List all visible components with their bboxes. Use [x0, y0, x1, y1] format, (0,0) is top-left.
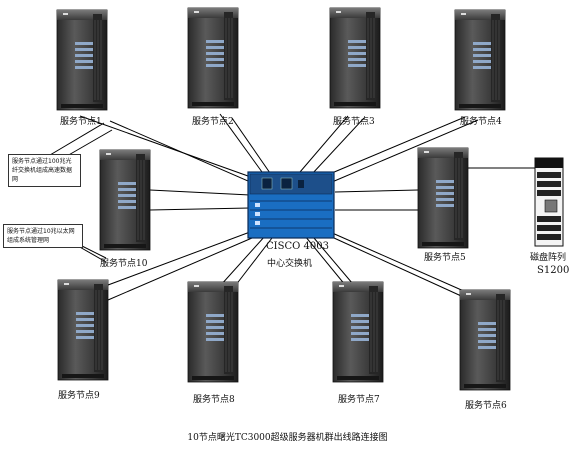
note-ethernet-network: 服务节点通过10兆以太网组成系统管理网 — [3, 224, 83, 248]
server-node7-icon — [332, 281, 384, 383]
server-node9-icon — [57, 279, 109, 381]
link-node10-switch — [149, 189, 251, 196]
node1-label: 服务节点1 — [60, 117, 102, 127]
server-node10-icon — [99, 149, 151, 251]
disk-array-icon — [534, 157, 564, 247]
link-node3-switch — [299, 115, 349, 173]
link-node2-switch-b — [231, 117, 271, 174]
connection-lines — [49, 113, 536, 301]
node3-label: 服务节点3 — [333, 117, 375, 127]
link-node9-switch — [107, 231, 251, 286]
link-node8-switch — [219, 235, 266, 287]
node6-label: 服务节点6 — [465, 401, 507, 411]
link-node4-switch — [319, 116, 466, 179]
link-node6-switch — [329, 231, 467, 293]
server-node3-icon — [329, 7, 381, 109]
link-node5-switch — [334, 189, 419, 193]
server-node2-icon — [187, 7, 239, 109]
server-node6-icon — [459, 289, 511, 391]
node4-label: 服务节点4 — [460, 117, 502, 127]
link-node1-switch-b — [109, 120, 256, 185]
disk-array-label: 磁盘阵列 — [530, 253, 567, 263]
link-note1-node — [49, 122, 105, 156]
link-node9-switch-b — [107, 237, 253, 301]
switch-model-label: CISCO 4003 — [266, 241, 329, 252]
link-node7-switch-b — [313, 237, 359, 291]
link-node10-switch-b — [149, 207, 251, 211]
link-node8-switch-b — [231, 237, 273, 291]
link-node2-switch — [219, 113, 263, 173]
node5-label: 服务节点5 — [424, 253, 466, 263]
disk-array-model: S1200 — [537, 265, 570, 276]
link-node7-switch — [304, 235, 347, 287]
node9-label: 服务节点9 — [58, 391, 100, 401]
node8-label: 服务节点8 — [193, 395, 235, 405]
switch-subtitle-label: 中心交换机 — [267, 259, 313, 269]
node7-label: 服务节点7 — [338, 395, 380, 405]
diagram-caption: 10节点曙光TC3000超级服务器机群出线路连接图 — [187, 433, 388, 443]
server-node5-icon — [417, 147, 469, 249]
node2-label: 服务节点2 — [192, 117, 234, 127]
link-node3-switch-b — [311, 117, 365, 175]
link-note2-node-b — [77, 245, 107, 263]
node10-label: 服务节点10 — [100, 259, 148, 269]
link-node4-switch-b — [331, 119, 479, 183]
note-fiber-network: 服务节点通过100兆光纤交换机组成高速数据网 — [8, 154, 81, 187]
switch-icon — [247, 171, 335, 239]
link-node1-switch — [79, 115, 249, 177]
server-node4-icon — [454, 9, 506, 111]
link-node6-switch-b — [333, 237, 471, 301]
server-node1-icon — [56, 9, 108, 111]
server-node8-icon — [187, 281, 239, 383]
